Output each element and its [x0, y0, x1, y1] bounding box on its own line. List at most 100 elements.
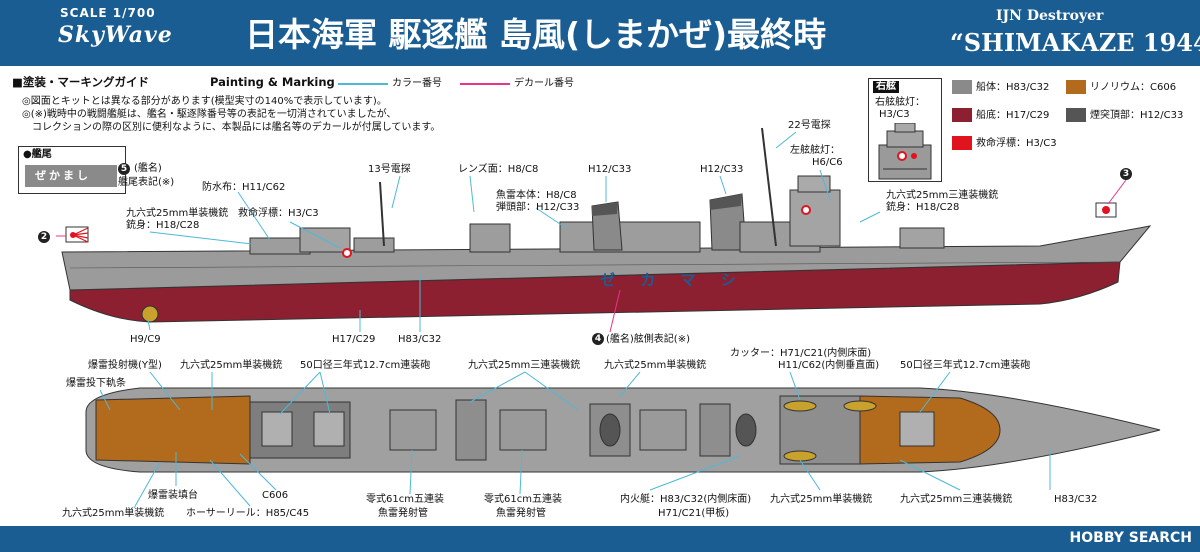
stern-text1: (艦名) [134, 163, 162, 174]
plan-torpedo-tube-3 [639, 409, 687, 451]
label-funnel-aft: H12/C33 [700, 164, 744, 175]
guide-title: ■塗装・マーキングガイド [12, 75, 150, 89]
stern-name-text: ぜかまし [35, 169, 91, 182]
watermark: HOBBY SEARCH [1069, 530, 1192, 546]
guide-title-en: Painting & Marking [210, 75, 335, 89]
starboard-inset: 右舷 右舷舷灯： H3/C3 [868, 78, 942, 182]
swatch-label: 煙突頂部：H12/C33 [1090, 110, 1184, 121]
propeller [141, 305, 159, 323]
label-rack: 爆雷装填台 [148, 490, 198, 501]
label-single25-c: 九六式25mm単装機銃 [62, 508, 165, 519]
stern-inset: ●艦尾 ぜかまし [18, 146, 126, 194]
inset-title: 右舷 [873, 81, 899, 93]
swatch-label: 船体：H83/C32 [976, 82, 1050, 93]
decal-legend-line [460, 83, 510, 85]
note-line: ◎(※)戦時中の戦闘艦艇は、艦名・駆逐隊番号等の表記を一切消されていましたが、 [22, 109, 397, 120]
plan-gun-aft-1 [261, 411, 293, 447]
label-portlight-color: H6/C6 [812, 157, 843, 168]
label-torpedo-a: 零式61cm五連装 [366, 494, 444, 505]
label-lens: レンズ面：H8/C8 [458, 164, 539, 175]
aft-mast [379, 181, 385, 247]
swatch-linoleum [1066, 80, 1086, 94]
label-depth-charge-y: 爆雷投射機(Y型) [88, 360, 162, 371]
swatch-hull [952, 80, 972, 94]
bridge [789, 189, 841, 247]
label-torpedo-b2: 魚雷発射管 [496, 508, 546, 519]
plan-torpedo-tube-1 [389, 409, 437, 451]
linoleum-aft [95, 395, 251, 465]
fwd-gun-turret [899, 227, 945, 249]
footer-bar: HOBBY SEARCH [0, 526, 1200, 552]
decal-number-badge: 5 [118, 163, 130, 175]
title-en-small: IJN Destroyer [996, 8, 1104, 24]
label-hull: H83/C32 [398, 334, 442, 345]
label-single25-b: 九六式25mm単装機銃 [604, 360, 707, 371]
color-legend-line [338, 83, 388, 85]
note-line: ◎図面とキットとは異なる部分があります(模型実寸の140%で表示しています)。 [22, 96, 387, 107]
label-torpedo-body: 魚雷本体：H8/C8 [496, 190, 577, 201]
label-single25-d: 九六式25mm単装機銃 [770, 494, 873, 505]
searchlight-tower [469, 223, 511, 253]
label-hull-end: H83/C32 [1054, 494, 1098, 505]
plan-torpedo-tube-2 [499, 409, 547, 451]
swatch-funnel-top [1066, 108, 1086, 122]
decal-badge-side-name: 4 [592, 333, 604, 345]
brand-logo: SkyWave [58, 22, 173, 48]
inset-label-color: H3/C3 [879, 109, 910, 120]
bow-jack [1095, 202, 1117, 218]
naval-ensign [65, 226, 89, 243]
label-triple25: 九六式25mm三連装機銃 [886, 190, 999, 201]
label-launch: 内火艇：H83/C32(内側床面) [620, 494, 752, 505]
label-rail: 爆雷投下軌条 [66, 378, 126, 389]
label-torpedo-a2: 魚雷発射管 [378, 508, 428, 519]
color-legend-label: カラー番号 [392, 78, 442, 89]
label-single25-a: 九六式25mm単装機銃 [180, 360, 283, 371]
plan-gun-aft-2 [313, 411, 345, 447]
swatch-bottom [952, 108, 972, 122]
label-tarp: 防水布：H11/C62 [202, 182, 286, 193]
plan-gun-fwd [899, 411, 935, 447]
swatch-label: 救命浮標：H3/C3 [976, 138, 1057, 149]
label-torpedo-warhead: 弾頭部：H12/C33 [496, 202, 580, 213]
label-triple25-a: 九六式25mm三連装機銃 [468, 360, 581, 371]
bridge-detail-drawing [878, 123, 932, 180]
label-single25: 九六式25mm単装機銃 [126, 208, 229, 219]
hull-name-text: ゼ カ マ シ [600, 271, 746, 289]
decal-legend-label: デカール番号 [514, 78, 574, 89]
cutter-boat [783, 400, 817, 412]
label-cutter: カッター：H71/C21(内側床面) [730, 348, 872, 359]
label-buoy: 救命浮標：H3/C3 [238, 208, 319, 219]
label-triple25-b: 九六式25mm三連装機銃 [900, 494, 1013, 505]
aft-gun-turret [299, 227, 351, 253]
main-mast [761, 127, 777, 247]
label-c606: C606 [262, 490, 289, 501]
swatch-buoy [952, 136, 972, 150]
label-side-name: (艦名)舷側表記(※) [606, 334, 690, 345]
stern-text2: 艦尾表記(※) [118, 177, 175, 188]
mid-deckhouse [559, 221, 701, 253]
aft-superstructure [249, 237, 311, 255]
decal-badge-bow-flag: 3 [1120, 168, 1132, 180]
plan-deck [85, 387, 1161, 473]
label-cutter-inner: H11/C62(内側垂直面) [778, 360, 880, 371]
label-launch-deck: H71/C21(甲板) [658, 508, 730, 519]
label-single25-barrel: 銃身：H18/C28 [126, 220, 200, 231]
inset-label: 右舷舷灯： [875, 97, 925, 108]
page-title: 日本海軍 駆逐艦 島風(しまかぜ)最終時 [245, 15, 827, 54]
label-gun127-a: 50口径三年式12.7cm連装砲 [300, 360, 431, 371]
label-gun127-b: 50口径三年式12.7cm連装砲 [900, 360, 1031, 371]
label-radar22: 22号電探 [788, 120, 831, 131]
label-portlight: 左舷舷灯： [790, 145, 840, 156]
funnel-aft [709, 193, 747, 251]
header-bar: SCALE 1/700 SkyWave 日本海軍 駆逐艦 島風(しまかぜ)最終時… [0, 0, 1200, 66]
label-torpedo-b: 零式61cm五連装 [484, 494, 562, 505]
label-hull-bottom: H17/C29 [332, 334, 376, 345]
title-en-big: “SHIMAKAZE 1944” [950, 28, 1200, 57]
decal-badge-stern-flag: 2 [38, 231, 50, 243]
label-radar13: 13号電探 [368, 164, 411, 175]
label-propeller: H9/C9 [130, 334, 161, 345]
label-funnel-fwd: H12/C33 [588, 164, 632, 175]
swatch-label: 船底：H17/C29 [976, 110, 1050, 121]
linoleum-fwd [859, 395, 1001, 465]
note-line: コレクションの際の区別に便利なように、本製品には艦名等のデカールが付属しています… [32, 122, 441, 133]
